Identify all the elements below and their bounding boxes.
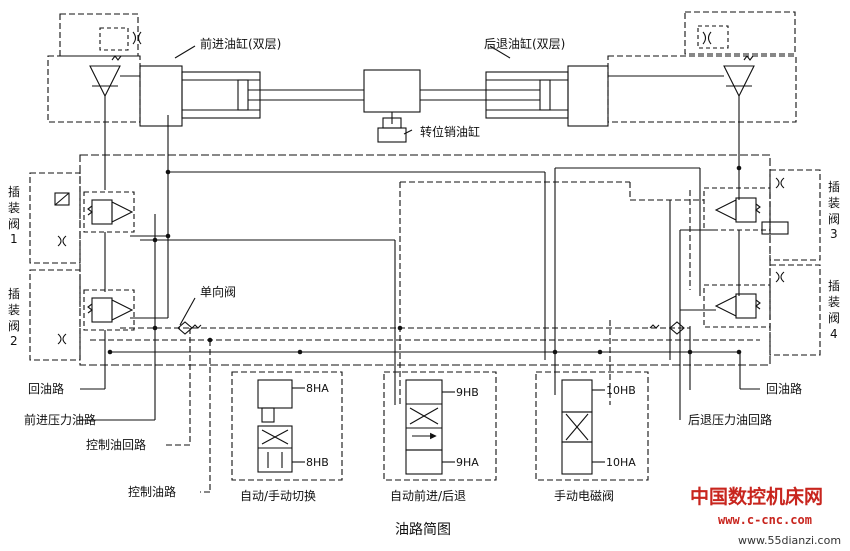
figure-caption: 油路简图 — [395, 521, 451, 538]
top-right-pilot-block — [684, 11, 796, 55]
svg-text:装: 装 — [828, 295, 840, 309]
cartridge-valve-2-icon — [57, 297, 134, 345]
label-cartridge-valve-1: 插 装 阀 1 — [8, 185, 20, 246]
label-cartridge-valve-3: 插 装 阀 3 — [828, 180, 840, 241]
valve-auto-forward-backward — [383, 371, 497, 481]
svg-text:2: 2 — [10, 334, 18, 348]
label-index-pin-cylinder: 转位销油缸 — [420, 124, 480, 139]
svg-text:阀: 阀 — [828, 311, 840, 325]
svg-text:3: 3 — [830, 227, 838, 241]
junction-dots — [107, 165, 742, 355]
svg-text:阀: 阀 — [8, 319, 20, 333]
label-cartridge-valve-4: 插 装 阀 4 — [828, 279, 840, 341]
label-10ha: 10HA — [606, 456, 636, 469]
label-check-valve: 单向阀 — [200, 284, 236, 299]
svg-text:插: 插 — [8, 185, 20, 199]
label-8ha: 8HA — [306, 382, 329, 395]
index-pin-cylinder — [377, 112, 407, 143]
label-forward-cylinder: 前进油缸(双层) — [200, 36, 281, 51]
svg-text:1: 1 — [10, 232, 18, 246]
label-valve-auto-forward-backward: 自动前进/后退 — [390, 488, 466, 503]
svg-text:插: 插 — [8, 287, 20, 301]
label-return-line-right: 回油路 — [766, 381, 802, 396]
top-right-valve-block — [607, 55, 797, 123]
forward-cylinder — [139, 65, 364, 127]
central-carriage — [363, 69, 421, 113]
label-9hb: 9HB — [456, 386, 479, 399]
label-valve-manual-solenoid: 手动电磁阀 — [554, 488, 614, 503]
cartridge-valve-1-icon — [54, 192, 134, 247]
top-left-restrictor-icon — [132, 31, 142, 45]
svg-text:装: 装 — [828, 196, 840, 210]
svg-text:插: 插 — [828, 180, 840, 194]
label-cartridge-valve-2: 插 装 阀 2 — [8, 287, 20, 348]
cartridge-valve-4-icon — [714, 271, 785, 319]
backward-cylinder — [420, 65, 609, 127]
top-right-restrictor-icon — [702, 31, 712, 45]
label-control-line: 控制油路 — [128, 484, 176, 499]
check-valve-left-icon — [177, 321, 202, 335]
check-valve-right-icon — [649, 321, 685, 335]
watermark-domain: www.c-cnc.com — [718, 513, 812, 527]
label-return-line-left: 回油路 — [28, 381, 64, 396]
label-forward-pressure-line: 前进压力油路 — [24, 412, 96, 427]
label-9ha: 9HA — [456, 456, 479, 469]
watermark-brand: 中国数控机床网 — [690, 485, 823, 508]
top-left-check-valve-icon — [89, 55, 122, 108]
svg-text:装: 装 — [8, 303, 20, 317]
svg-text:插: 插 — [828, 279, 840, 293]
top-left-valve-block — [47, 55, 141, 123]
label-8hb: 8HB — [306, 456, 329, 469]
valve-manual-solenoid — [535, 371, 649, 481]
top-right-check-valve-icon — [723, 55, 755, 108]
valve-auto-manual — [231, 371, 343, 481]
svg-text:阀: 阀 — [828, 212, 840, 226]
svg-text:4: 4 — [830, 327, 838, 341]
label-backward-cylinder: 后退油缸(双层) — [484, 36, 565, 51]
label-10hb: 10HB — [606, 384, 636, 397]
watermark-site: www.55dianzi.com — [738, 534, 841, 547]
label-control-return-line: 控制油回路 — [86, 437, 146, 452]
label-backward-pressure-line: 后退压力油回路 — [688, 412, 772, 427]
label-valve-auto-manual: 自动/手动切换 — [240, 489, 316, 503]
cartridge-valve-3-icon — [714, 177, 789, 235]
svg-text:装: 装 — [8, 201, 20, 215]
svg-text:阀: 阀 — [8, 217, 20, 231]
manifold-block-outline — [79, 154, 771, 366]
